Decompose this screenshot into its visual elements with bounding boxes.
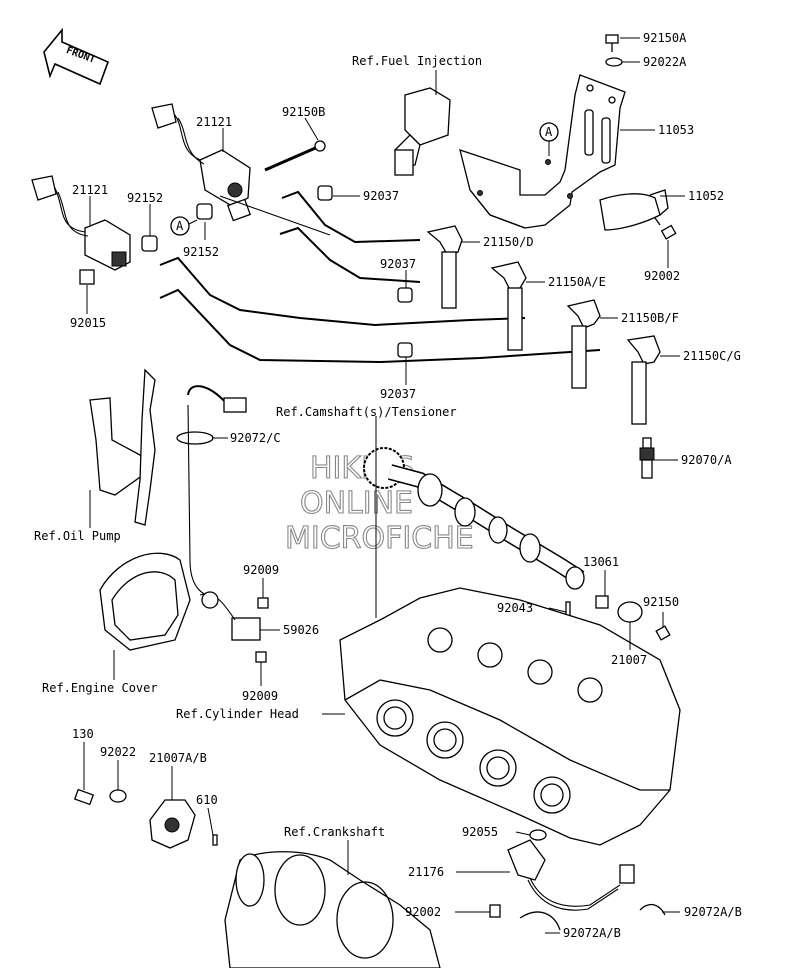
label-92072C: 92072/C [230,431,281,445]
label-13061: 13061 [583,555,619,569]
clip-92037 [317,185,413,358]
label-59026: 59026 [283,623,319,637]
grommet-92152 [141,203,213,252]
label-92043: 92043 [497,601,533,615]
label-ref-oil-pump: Ref.Oil Pump [34,529,121,543]
label-610: 610 [196,793,218,807]
bolt-92002-top [654,217,677,240]
spark-plug-92070A [639,437,655,479]
sensor-lead [176,385,247,599]
label-92150B: 92150B [282,105,325,119]
svg-text:A: A [176,219,184,233]
label-ref-crankshaft: Ref.Crankshaft [284,825,385,839]
label-92150: 92150 [643,595,679,609]
plug-cap-21150-D [426,225,463,309]
label-21121-lower: 21121 [72,183,108,197]
label-92009-top: 92009 [243,563,279,577]
label-92015: 92015 [70,316,106,330]
label-21150BF: 21150B/F [621,311,679,325]
label-92070A: 92070/A [681,453,732,467]
label-21176: 21176 [408,865,444,879]
label-ref-fuel-injection: Ref.Fuel Injection [352,54,482,68]
label-92152-right: 92152 [183,245,219,259]
front-arrow-icon: FRONT [43,27,110,86]
label-21007AB: 21007A/B [149,751,207,765]
label-92037-mid: 92037 [380,257,416,271]
camshaft [363,447,585,590]
label-ref-cylinder-head: Ref.Cylinder Head [176,707,299,721]
label-92022: 92022 [100,745,136,759]
plug-leads [159,190,601,364]
plug-13061 [595,595,609,609]
cylinder-head [339,587,681,846]
washer-92022A [605,57,623,67]
bolt-92150 [655,625,671,641]
reference-mark-a-right: A [539,122,559,156]
oil-pump-bracket [89,368,156,526]
bolt-92002-bottom [489,904,501,918]
label-21007: 21007 [611,653,647,667]
bolt-92150A [605,34,619,52]
label-92009-bottom: 92009 [242,689,278,703]
label-21150CG: 21150C/G [683,349,741,363]
label-92072AB-bottom: 92072A/B [563,926,621,940]
label-ref-engine-cover: Ref.Engine Cover [42,681,158,695]
plug-cap-21150A-E [490,261,527,351]
label-ref-camshaft: Ref.Camshaft(s)/Tensioner [276,405,457,419]
label-92002-top: 92002 [644,269,680,283]
label-92022A: 92022A [643,55,687,69]
label-11052: 11052 [688,189,724,203]
cap-21007 [617,601,643,623]
plug-cap-21150B-F [566,299,601,389]
label-92152-left: 92152 [127,191,163,205]
leader-lines [83,37,685,934]
plug-cap-21150C-G [626,335,661,425]
label-21150D: 21150/D [483,235,534,249]
bracket-11053 [459,74,626,229]
crankshaft [224,851,441,968]
sensor-59026 [199,591,261,641]
ignition-coil-upper [151,103,252,222]
label-92037-bottom: 92037 [380,387,416,401]
label-92002-bottom: 92002 [405,905,441,919]
part-labels: 92150A 92022A Ref.Fuel Injection 11053 1… [34,31,742,940]
label-21121-upper: 21121 [196,115,232,129]
bolt-92150B [264,144,321,172]
svg-text:ONLINE: ONLINE [300,486,413,521]
reference-mark-a-left: A [170,216,198,236]
fuel-injection-module [394,87,451,176]
svg-text:A: A [545,125,553,139]
label-92150A: 92150A [643,31,687,45]
clamp-11052 [599,189,669,231]
ignition-coil-lower [31,175,131,285]
bolt-130 [73,788,95,806]
sensor-21176 [507,829,666,931]
washer-92022 [109,789,127,803]
label-92037-top: 92037 [363,189,399,203]
label-92072AB-right: 92072A/B [684,905,742,919]
label-92055: 92055 [462,825,498,839]
svg-text:MICROFICHE: MICROFICHE [285,521,474,556]
pin-610 [212,834,218,846]
label-11053: 11053 [658,123,694,137]
rotor-21007AB [149,799,196,849]
label-21150AE: 21150A/E [548,275,606,289]
engine-cover [99,552,191,651]
watermark: HIKM'S ONLINE MICROFICHE [284,450,474,556]
label-130: 130 [72,727,94,741]
